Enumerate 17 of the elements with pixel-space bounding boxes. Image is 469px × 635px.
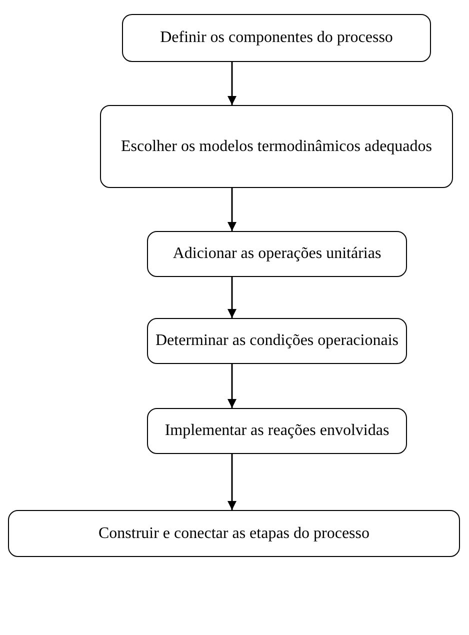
- arrow: [228, 188, 236, 231]
- process-box: [147, 408, 407, 454]
- arrow: [228, 364, 236, 408]
- arrow: [228, 277, 236, 318]
- step-text: Determinar as condições operacionais: [155, 331, 398, 351]
- process-box: [100, 105, 453, 188]
- step-text: Construir e conectar as etapas do processo: [98, 524, 370, 544]
- step-text: Implementar as reações envolvidas: [164, 421, 390, 441]
- step-text: Adicionar as operações unitárias: [172, 244, 382, 264]
- step-text: Definir os componentes do processo: [160, 28, 393, 48]
- arrow: [228, 454, 236, 510]
- arrow: [228, 62, 236, 105]
- process-box: [147, 318, 407, 364]
- process-box: [122, 14, 431, 62]
- process-box: [8, 510, 460, 557]
- process-box: [147, 231, 407, 277]
- step-text: Escolher os modelos termodinâmicos adequados: [120, 136, 432, 156]
